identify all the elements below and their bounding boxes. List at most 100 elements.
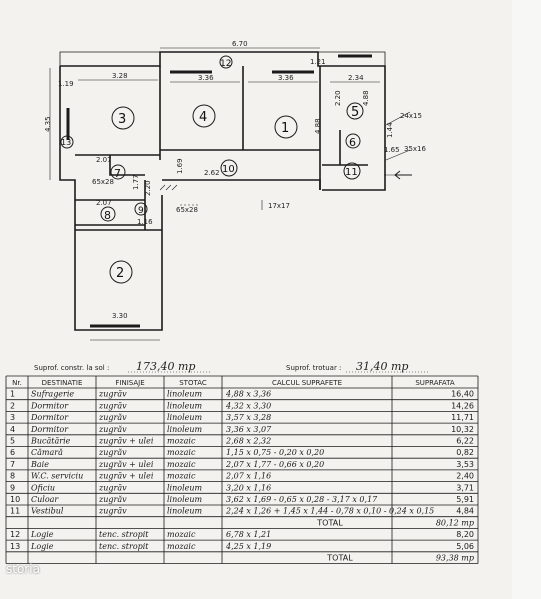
- table-header-0: Nr.: [12, 379, 22, 387]
- dim-corridor-w: 2.07: [96, 156, 112, 164]
- dim-ventilation-2: 35x16: [404, 145, 427, 153]
- dim-ventilation-1: 24x15: [400, 112, 422, 120]
- table-row-floor: mozaic: [167, 437, 196, 446]
- table-row-floor: linoleum: [167, 483, 203, 492]
- room-number-8: 8: [104, 209, 111, 222]
- table-row-destination: Logie: [30, 530, 54, 539]
- table-row-destination: Sufragerie: [31, 390, 74, 399]
- total-value: 93,38 mp: [436, 554, 474, 563]
- table-header-1: DESTINATIE: [42, 379, 83, 387]
- table-header-5: SUPRAFATA: [415, 379, 455, 387]
- dim-door-label: 65x28: [176, 206, 198, 214]
- room-number-13: 13: [61, 138, 71, 147]
- table-row-destination: Culoar: [31, 495, 59, 504]
- dim-cam-w: 1.77: [132, 174, 140, 190]
- table-row-number: 9: [10, 483, 15, 492]
- dim-r1-height: 4.88: [314, 118, 322, 134]
- dim-r10-len: 2.62: [204, 169, 220, 177]
- room-number-5: 5: [351, 105, 359, 120]
- table-row-destination: Bucătărie: [30, 437, 71, 446]
- table-row-surface: 4,84: [456, 507, 474, 516]
- table-row-calculation: 2,68 x 2,32: [225, 437, 271, 446]
- wall-corridor: [162, 179, 321, 190]
- dim-r6-h: 1.44: [386, 122, 394, 138]
- table-row-calculation: 4,88 x 3,36: [225, 390, 271, 399]
- room-number-7: 7: [114, 167, 121, 180]
- wall-bath-top: [109, 155, 145, 176]
- dim-left-height: 4.35: [44, 116, 52, 132]
- dim-r5-sub: 4.88: [362, 90, 370, 106]
- dim-corridor-h: 1.69: [176, 158, 184, 174]
- table-row-finish: zugrăv: [98, 448, 127, 457]
- dim-r5-width: 2.34: [348, 74, 364, 82]
- room-number-1: 1: [281, 121, 289, 136]
- floor-plan-drawing: 1 2 3 4 5 6 7 8 9 10 11 12 13 6.70 3.28 …: [5, 40, 479, 564]
- dim-r1-width: 3.36: [278, 74, 294, 82]
- room-number-12: 12: [220, 59, 231, 69]
- table-row-number: 6: [10, 448, 15, 457]
- table-row-calculation: 6,78 x 1,21: [226, 530, 271, 539]
- table-row-finish: tenc. stropit: [99, 530, 149, 539]
- table-row-number: 4: [10, 425, 15, 434]
- table-header-4: CALCUL SUPRAFETE: [272, 379, 342, 387]
- table-row-finish: zugrăv: [98, 483, 127, 492]
- dim-door-main: 17x17: [268, 202, 290, 210]
- room-number-11: 11: [345, 167, 358, 178]
- table-row-calculation: 4,25 x 1,19: [225, 542, 271, 551]
- table-row-surface: 5,06: [456, 542, 474, 551]
- table-row-floor: mozaic: [167, 472, 196, 481]
- table-row-surface: 16,40: [451, 390, 474, 399]
- table-row-destination: Cămară: [31, 448, 63, 457]
- table-row-destination: Dormitor: [30, 401, 69, 410]
- table-row-calculation: 3,62 x 1,69 - 0,65 x 0,28 - 3,17 x 0,17: [226, 495, 378, 504]
- table-row-number: 13: [10, 542, 20, 551]
- table-row-number: 12: [10, 530, 20, 539]
- built-area-value: 173,40 mp: [136, 360, 195, 373]
- table-row-finish: zugrăv: [98, 507, 127, 516]
- table-row-floor: linoleum: [167, 425, 203, 434]
- table-row-destination: W.C. serviciu: [31, 472, 83, 481]
- dim-bath-h: 1.16: [137, 218, 153, 226]
- table-row-floor: mozaic: [167, 530, 196, 539]
- dim-r6-w: 1.65: [384, 146, 400, 154]
- table-row-calculation: 1,15 x 0,75 - 0,20 x 0,20: [226, 448, 324, 457]
- table-row-finish: zugrăv: [98, 495, 127, 504]
- built-area-label: Suprof. constr. la sol :: [34, 364, 109, 372]
- table-row-surface: 0,82: [456, 448, 474, 457]
- dim-loggia-depth: 1.19: [58, 80, 74, 88]
- room-number-6: 6: [349, 136, 356, 149]
- table-row-finish: zugrăv + ulei: [98, 437, 154, 446]
- room-number-9: 9: [138, 206, 144, 216]
- table-row-destination: Logie: [30, 542, 54, 551]
- dim-bath-w: 2.07: [96, 199, 112, 207]
- dim-r5-height: 2.20: [334, 90, 342, 106]
- table-row-number: 10: [10, 495, 20, 504]
- table-row-number: 3: [10, 413, 15, 422]
- table-row-number: 2: [10, 401, 15, 410]
- walkway-area-label: Suprof. trotuar :: [286, 364, 341, 372]
- room-number-3: 3: [118, 112, 126, 127]
- table-row-surface: 6,22: [456, 437, 474, 446]
- table-row-finish: zugrăv: [98, 425, 127, 434]
- total-label: TOTAL: [326, 554, 353, 563]
- table-row-surface: 14,26: [451, 401, 474, 410]
- table-row-number: 7: [10, 460, 15, 469]
- outer-wall-left: [59, 66, 163, 331]
- table-row-number: 8: [10, 472, 15, 481]
- scanned-floor-plan-sheet: [0, 0, 512, 599]
- table-row-number: 1: [10, 390, 15, 399]
- table-row-destination: Dormitor: [30, 425, 69, 434]
- watermark: storia: [6, 562, 40, 576]
- table-row-destination: Vestibul: [31, 507, 64, 516]
- entry-arrow-icon: [394, 170, 412, 180]
- table-row-surface: 5,91: [456, 495, 474, 504]
- subtotal-value: 80,12 mp: [436, 518, 474, 527]
- dim-r2-width: 3.30: [112, 312, 128, 320]
- dim-r3-width: 3.28: [112, 72, 128, 80]
- table-row-surface: 8,20: [456, 530, 474, 539]
- table-row-finish: zugrăv: [98, 390, 127, 399]
- table-row-surface: 3,71: [456, 483, 474, 492]
- table-header-3: STOTAC: [179, 379, 207, 387]
- room-number-2: 2: [116, 266, 124, 281]
